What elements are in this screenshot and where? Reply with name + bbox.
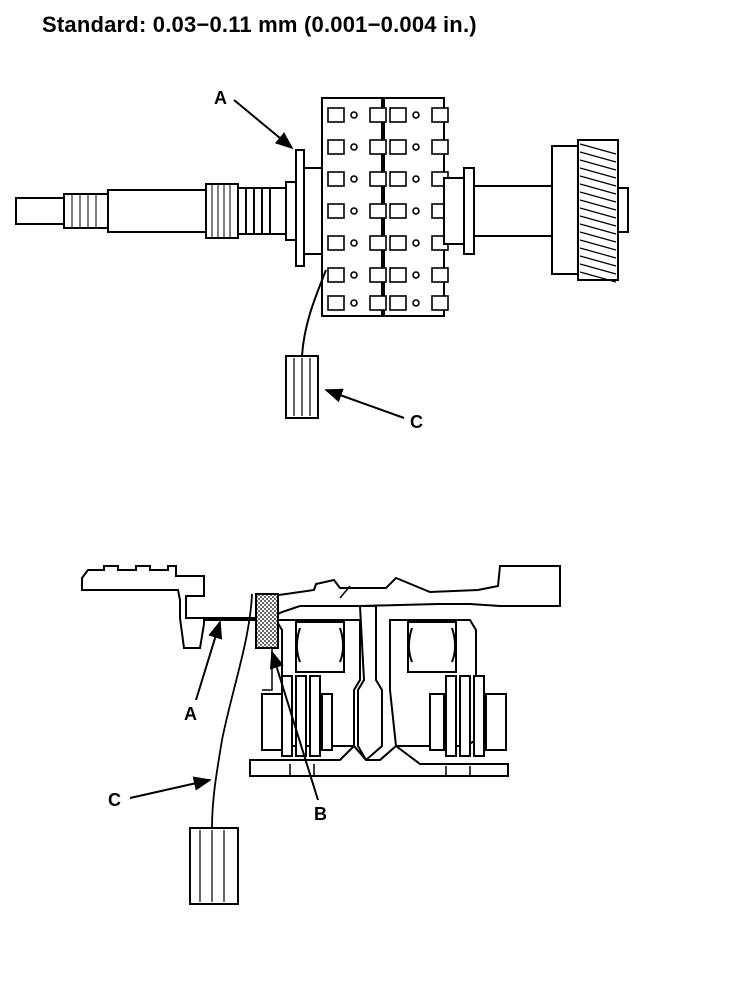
shaft-spline [63,193,109,229]
label-c-bottom: C [108,790,121,810]
drum-hole [412,175,420,183]
drum-slot [327,171,345,187]
drum-hole [350,239,358,247]
drum-hole [350,175,358,183]
drum-slot [431,139,449,155]
drum-slot [369,203,387,219]
drum-slot [389,171,407,187]
drum-hole [412,111,420,119]
leader-a-bottom [195,620,223,701]
gear-tooth [579,199,617,211]
shaft-spline-2 [205,183,239,239]
drum-slot [369,139,387,155]
drum-slot [369,295,387,311]
gear-hub [551,145,579,275]
shaft-end [15,197,67,225]
drum-slot [327,203,345,219]
leader-c-bottom [129,776,212,799]
gear-tooth [579,255,617,267]
drum-hole [412,143,420,151]
drum-slot [431,295,449,311]
drum-hole [350,207,358,215]
gear-tooth [579,151,617,163]
drum-slot [389,267,407,283]
standard-spec-heading: Standard: 0.03−0.11 mm (0.001−0.004 in.) [42,12,477,37]
drum-hole [350,111,358,119]
drum-hole [350,271,358,279]
feeler-gauge-top [285,269,327,419]
leader-b-bottom [269,650,319,801]
gear-tooth [579,263,617,275]
drum-hole [350,143,358,151]
drum-slot [327,235,345,251]
gear-tooth [579,159,617,171]
drum-slot [369,107,387,123]
gear-tooth [579,223,617,235]
label-c-top: C [410,412,423,432]
label-a-bottom: A [184,704,197,724]
bottom-clutch-section [81,565,561,777]
drum-slot [327,267,345,283]
drum-slot [431,267,449,283]
label-a-top: A [214,88,227,108]
drum-slot [389,107,407,123]
drum-slot [327,107,345,123]
drum-slot [369,235,387,251]
gear-tooth [579,271,617,283]
gear-tooth [579,143,617,155]
shaft-right [473,185,553,237]
drum-hole [412,239,420,247]
thrust-washer-a [295,149,305,267]
drum-slots [327,107,449,311]
feeler-gauge-handle-bottom [189,827,239,905]
drum-hole [412,207,420,215]
drum-slot [389,203,407,219]
part-b-hatched [255,593,279,649]
drum-slot [369,267,387,283]
gear-tooth [579,207,617,219]
label-b-bottom: B [314,804,327,824]
gear-tooth [579,175,617,187]
leader-a-top [233,99,294,150]
gear-tooth [579,239,617,251]
gear-tooth [579,231,617,243]
gear-tooth [579,167,617,179]
gear-teeth [579,143,617,283]
feeler-gauge-bottom [189,593,253,905]
drum-hole [350,299,358,307]
drum-hole [412,299,420,307]
drum-slot [327,139,345,155]
drum-slot [369,171,387,187]
gear-tooth [579,191,617,203]
shaft-body [107,189,207,233]
gear-tooth [579,247,617,259]
gear-tooth [579,183,617,195]
drum-slot [431,107,449,123]
drum-slot [389,235,407,251]
drum-slot [327,295,345,311]
leader-c-top [324,388,405,419]
drum-slot [389,295,407,311]
gear-tooth [579,215,617,227]
drum-hole [412,271,420,279]
drum-slot [389,139,407,155]
